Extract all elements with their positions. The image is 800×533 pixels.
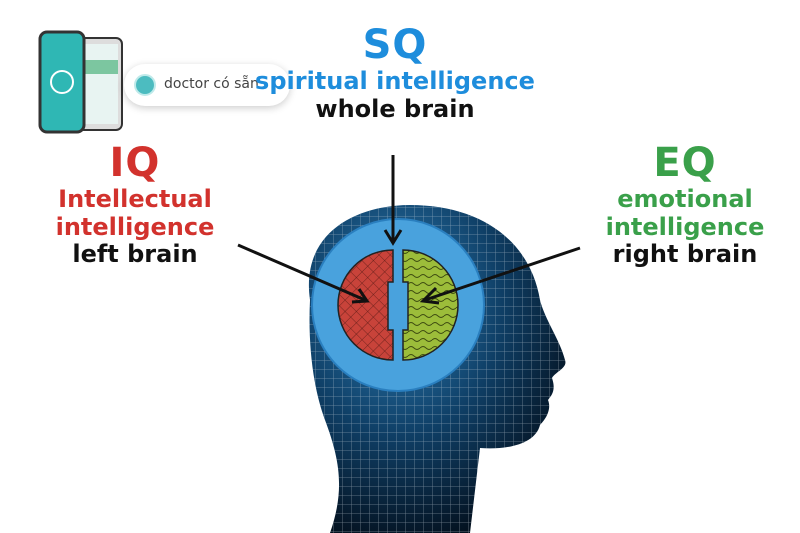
spiritual-ring (311, 218, 485, 392)
eq-abbr: EQ (653, 140, 717, 186)
eq-label: EQ emotional intelligence right brain (595, 140, 775, 269)
eq-area: right brain (612, 240, 758, 269)
sq-abbr: SQ (362, 22, 428, 68)
brand-logo[interactable]: doctor có sẵn (38, 30, 290, 135)
sq-area: whole brain (315, 94, 475, 123)
arrows (237, 155, 581, 305)
iq-abbr: IQ (109, 140, 161, 186)
eq-name-line2: intelligence (605, 212, 765, 241)
brand-name: doctor có sẵn (164, 76, 259, 92)
phone-icon (38, 30, 123, 134)
iq-label: IQ Intellectual intelligence left brain (30, 140, 240, 269)
right-brain-half (402, 249, 459, 361)
eq-name-line1: emotional (617, 185, 753, 213)
brand-pill: doctor có sẵn (124, 64, 290, 106)
iq-name-line2: intelligence (55, 212, 215, 241)
iq-name-line1: Intellectual (58, 185, 212, 213)
left-brain-half (337, 249, 394, 361)
iq-area: left brain (72, 240, 198, 269)
sq-name: spiritual intelligence (255, 67, 535, 95)
sq-label: SQ spiritual intelligence whole brain (240, 22, 550, 123)
brand-mark-icon (134, 74, 156, 96)
